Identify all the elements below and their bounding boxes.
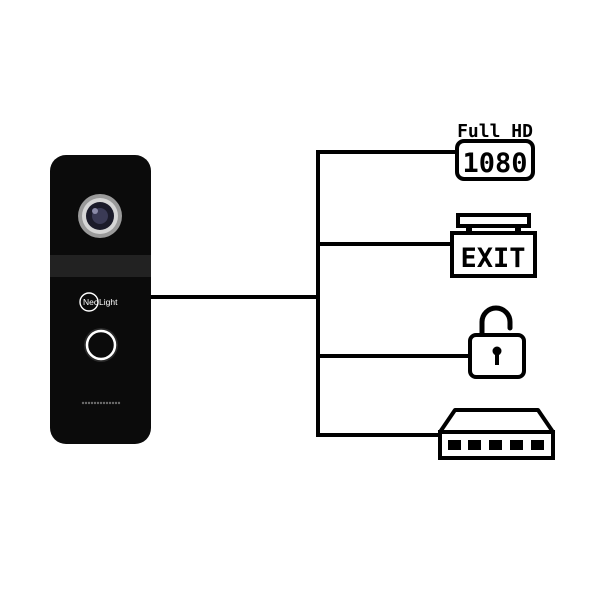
connection-lines xyxy=(151,150,470,437)
full-hd-label: Full HD xyxy=(457,121,533,142)
panel-body xyxy=(50,155,151,444)
ir-window xyxy=(50,255,151,277)
exit-label: EXIT xyxy=(460,243,525,274)
resolution-label: 1080 xyxy=(462,148,527,179)
full-hd-badge-frame xyxy=(455,139,535,181)
exit-sign-frame xyxy=(450,231,537,278)
brand-logo: Neo Light xyxy=(79,292,118,312)
network-switch-icon xyxy=(438,408,555,460)
doorbell-panel: Neo Light xyxy=(50,155,151,444)
unlocked-padlock-icon xyxy=(468,305,526,379)
brand-part1: Neo xyxy=(83,297,99,307)
exit-sign-icon: EXIT xyxy=(450,213,537,278)
full-hd-1080-icon: Full HD 1080 xyxy=(455,121,535,181)
call-button-icon xyxy=(84,328,118,362)
speaker-grille xyxy=(81,401,121,405)
brand-part2: Light xyxy=(99,297,118,307)
camera-lens-icon xyxy=(78,194,122,238)
switch-ports xyxy=(448,440,544,450)
